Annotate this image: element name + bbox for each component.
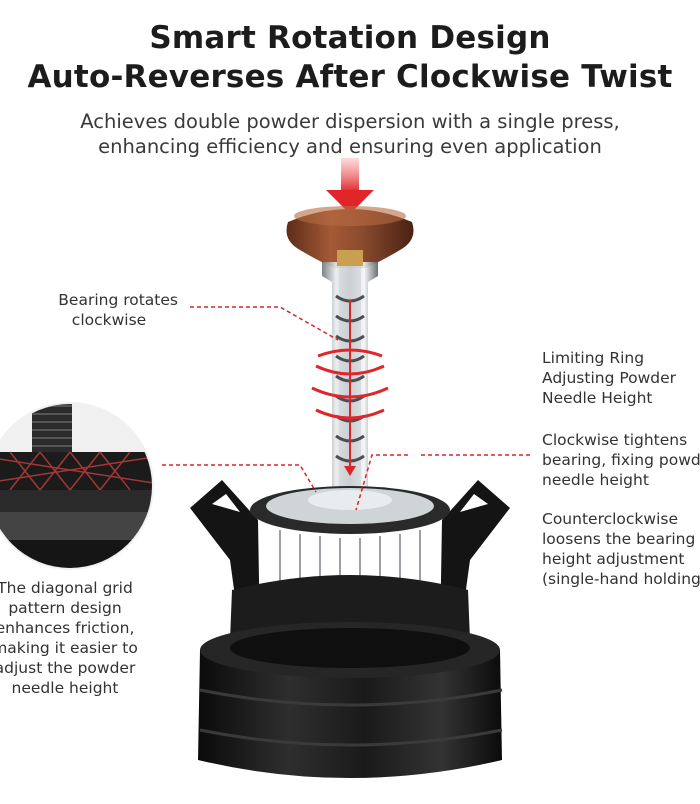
callout-counterclockwise-line-4: (single-hand holding) — [542, 570, 700, 588]
callout-limiting-ring-line-2: Adjusting Powder — [542, 369, 677, 387]
subheadline-line-1: Achieves double powder dispersion with a… — [80, 110, 620, 133]
callout-limiting-ring-line-1: Limiting Ring — [542, 349, 645, 367]
callout-bearing-rotates: Bearing rotates clockwise — [20, 290, 178, 330]
press-down-arrow-icon — [326, 158, 374, 214]
callout-counterclockwise-line-1: Counterclockwise — [542, 510, 679, 528]
zoom-detail-circle — [0, 402, 154, 570]
callout-grid-line-2: pattern design — [8, 599, 122, 617]
callout-grid-line-3: enhances friction, — [0, 619, 135, 637]
distributor-base — [198, 575, 503, 778]
callout-counterclockwise-line-3: height adjustment — [542, 550, 685, 568]
callout-leader-lines — [162, 306, 530, 511]
headline-line-1: Smart Rotation Design — [149, 20, 551, 56]
callout-clockwise-line-2: bearing, fixing powder — [542, 451, 700, 469]
callout-grid-line-1: The diagonal grid — [0, 579, 133, 597]
glass-column — [322, 250, 378, 488]
callout-grid-line-5: adjust the powder — [0, 659, 136, 677]
callout-counterclockwise-loosens: Counterclockwise loosens the bearing hei… — [542, 509, 700, 589]
headline-line-2: Auto-Reverses After Clockwise Twist — [27, 59, 673, 95]
callout-grid-line-4: making it easier to — [0, 639, 138, 657]
callout-bearing-line-2: clockwise — [71, 311, 147, 329]
callout-clockwise-tightens: Clockwise tightens bearing, fixing powde… — [542, 430, 700, 490]
callout-limiting-ring-line-3: Needle Height — [542, 389, 653, 407]
subheadline-line-2: enhancing efficiency and ensuring even a… — [98, 135, 602, 158]
wooden-knob — [286, 206, 414, 268]
rotation-arrows-icon — [311, 348, 389, 420]
callout-clockwise-line-3: needle height — [542, 471, 649, 489]
callout-counterclockwise-line-2: loosens the bearing — [542, 530, 696, 548]
callout-diagonal-grid: The diagonal grid pattern design enhance… — [0, 578, 160, 698]
callout-limiting-ring: Limiting Ring Adjusting Powder Needle He… — [542, 348, 676, 408]
callout-bearing-line-1: Bearing rotates — [58, 291, 178, 309]
callout-grid-line-6: needle height — [11, 679, 119, 697]
callout-clockwise-line-1: Clockwise tightens — [542, 431, 688, 449]
